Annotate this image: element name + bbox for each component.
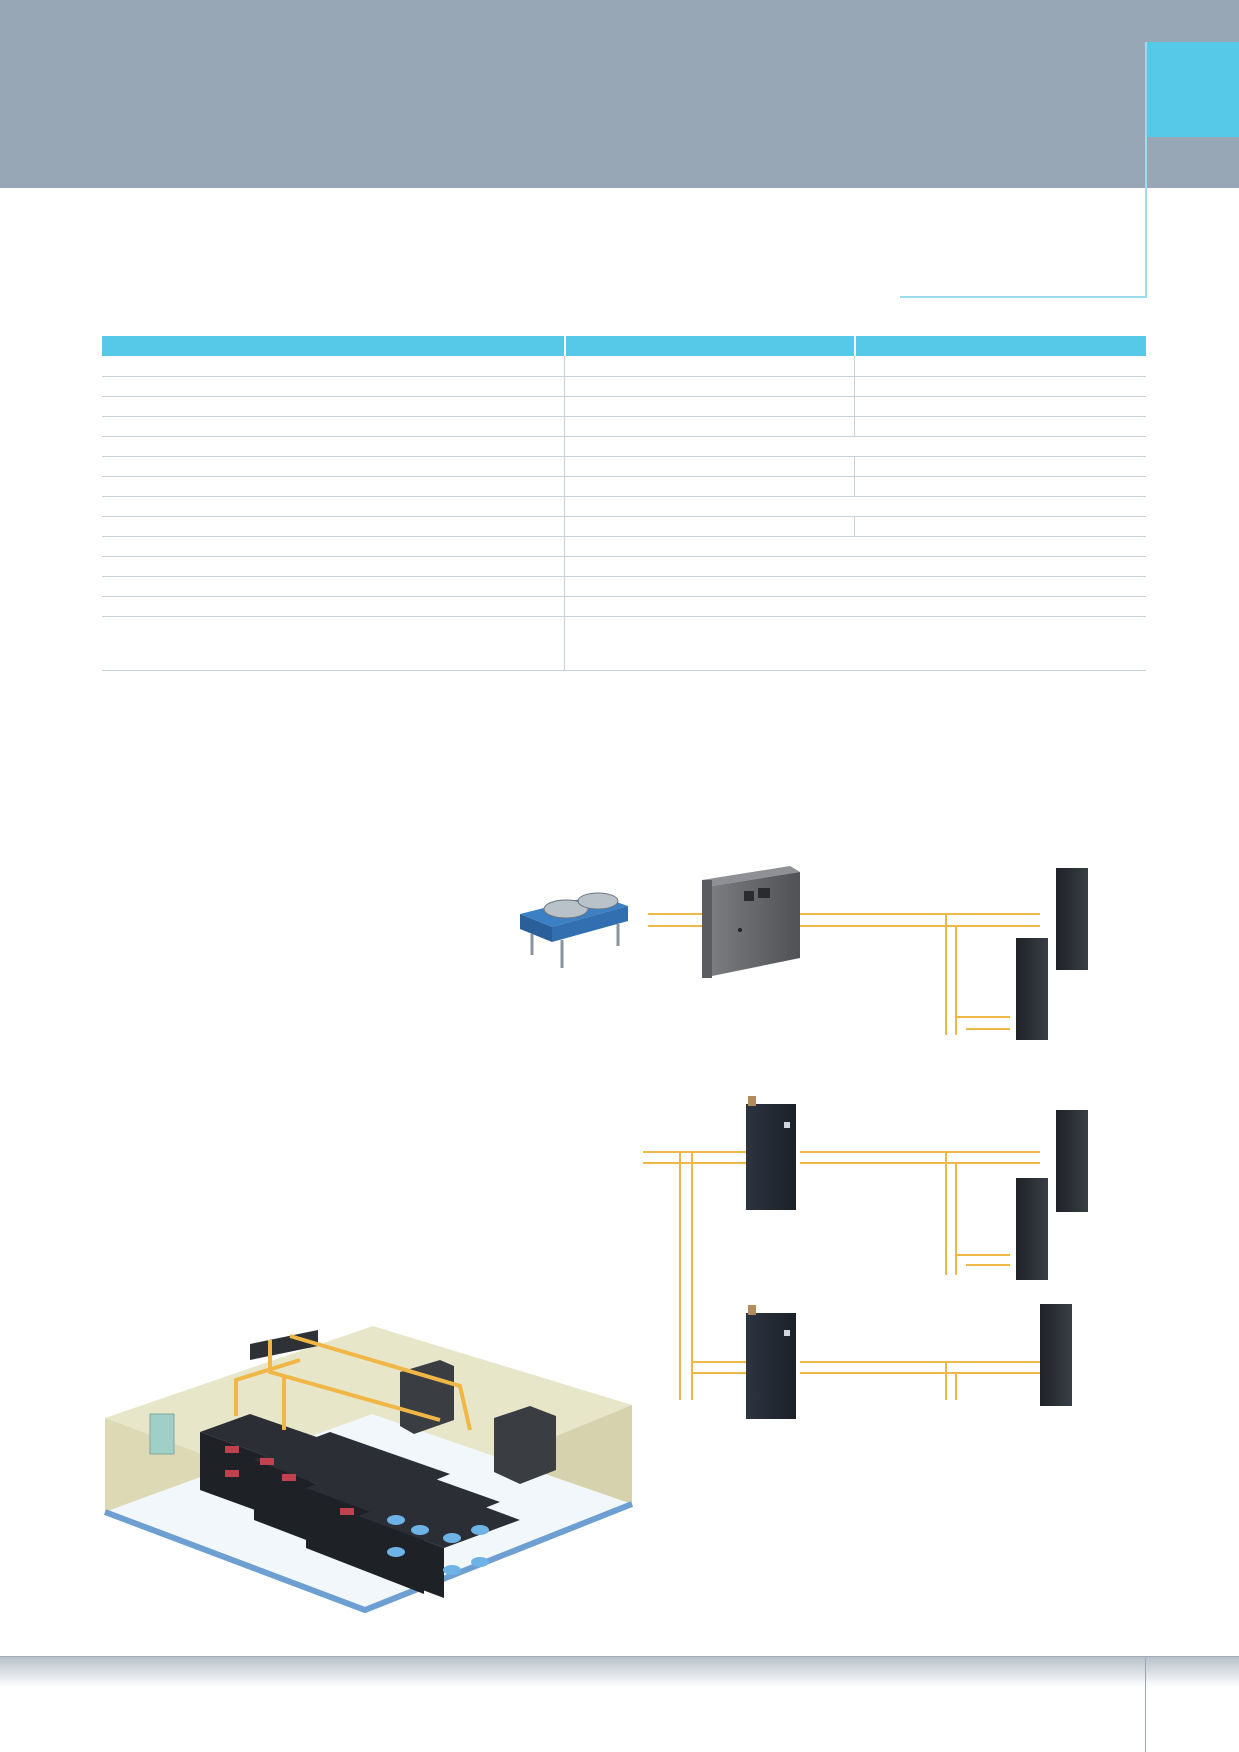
- header-accent-underline: [900, 296, 1147, 298]
- table-row: [102, 536, 1146, 557]
- table-row: [102, 416, 1146, 437]
- footer-band: [0, 1656, 1239, 1687]
- spec-table: [102, 336, 1146, 676]
- table-row: [102, 356, 1146, 377]
- table-row: [102, 456, 1146, 477]
- header-accent-tab: [1146, 42, 1239, 137]
- data-center-room-illustration: [103, 1326, 634, 1614]
- column-divider: [854, 456, 855, 496]
- table-row: [102, 576, 1146, 597]
- table-row: [102, 516, 1146, 537]
- table-row: [102, 436, 1146, 457]
- header-band: [0, 0, 1239, 188]
- footer-divider: [1145, 1658, 1146, 1752]
- table-row: [102, 476, 1146, 497]
- column-divider: [854, 356, 855, 436]
- table-row: [102, 496, 1146, 517]
- column-divider: [564, 356, 565, 670]
- header-accent-line: [1145, 42, 1147, 297]
- pipe-lines-bottom: [643, 1151, 1040, 1400]
- dry-cooler-icon: [520, 892, 628, 968]
- spec-table-header: [102, 336, 1146, 356]
- table-row: [102, 596, 1146, 617]
- chiller-unit-icon: [702, 866, 800, 978]
- rack-cooler-icon: [1016, 868, 1088, 1406]
- table-row: [102, 616, 1146, 671]
- cooling-unit-icon: [746, 1096, 796, 1419]
- table-row: [102, 396, 1146, 417]
- table-row: [102, 376, 1146, 397]
- table-row: [102, 556, 1146, 577]
- column-divider: [854, 516, 855, 536]
- pipe-lines-top: [648, 913, 1040, 1035]
